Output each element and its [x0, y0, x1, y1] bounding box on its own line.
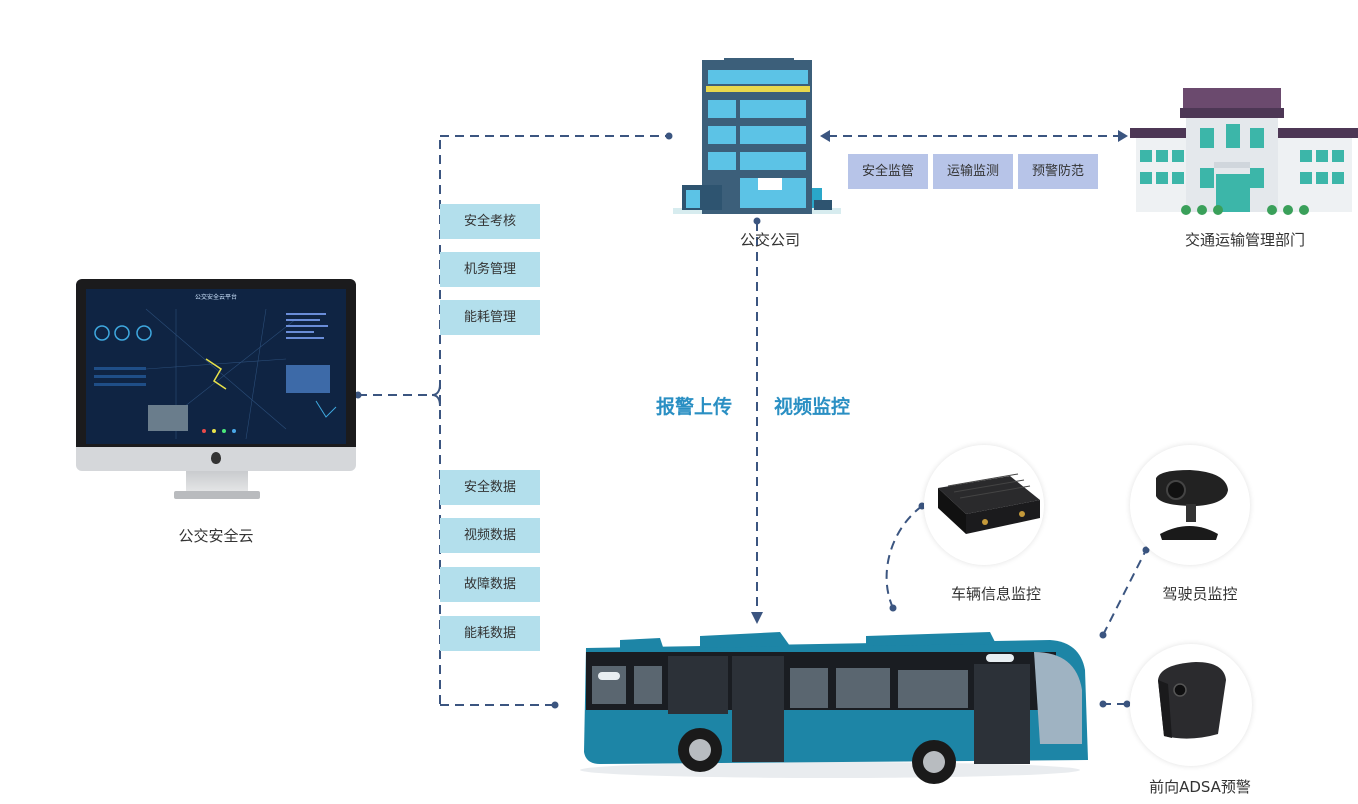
label-video-monitor: 视频监控: [774, 396, 851, 418]
monitor-base: [174, 491, 260, 499]
tag-energy-management: 能耗管理: [440, 300, 540, 335]
label-bus-company: 公交公司: [739, 231, 800, 249]
screen-title: 公交安全云平台: [194, 294, 237, 301]
tag-fault-data: 故障数据: [440, 567, 540, 602]
monitor-stand: [186, 471, 248, 493]
tag-video-data: 视频数据: [440, 518, 540, 553]
tag-early-warning: 预警防范: [1018, 154, 1098, 189]
label-driver-monitor: 驾驶员监控: [1162, 585, 1238, 603]
tag-safety-supervision: 安全监管: [848, 154, 928, 189]
adas-camera-icon: [1158, 662, 1226, 739]
tag-safety-assessment: 安全考核: [440, 204, 540, 239]
dvr-device-icon: [938, 473, 1040, 534]
label-transport-dept: 交通运输管理部门: [1184, 231, 1305, 249]
label-alarm-upload: 报警上传: [656, 396, 733, 418]
label-adas-warning: 前向ADSA预警: [1149, 778, 1251, 796]
dashboard-screen: 公交安全云平台: [86, 289, 346, 444]
tag-energy-data: 能耗数据: [440, 616, 540, 651]
driver-camera-icon: [1156, 470, 1228, 540]
apple-logo-icon: [211, 452, 221, 464]
dashboard-graphics: [94, 308, 337, 440]
cloud-monitor-device: 公交安全云平台: [76, 279, 358, 501]
tag-safety-data: 安全数据: [440, 470, 540, 505]
tag-maintenance-management: 机务管理: [440, 252, 540, 287]
tag-transport-monitoring: 运输监测: [933, 154, 1013, 189]
label-cloud: 公交安全云: [178, 527, 254, 545]
label-vehicle-monitor: 车辆信息监控: [950, 585, 1041, 603]
